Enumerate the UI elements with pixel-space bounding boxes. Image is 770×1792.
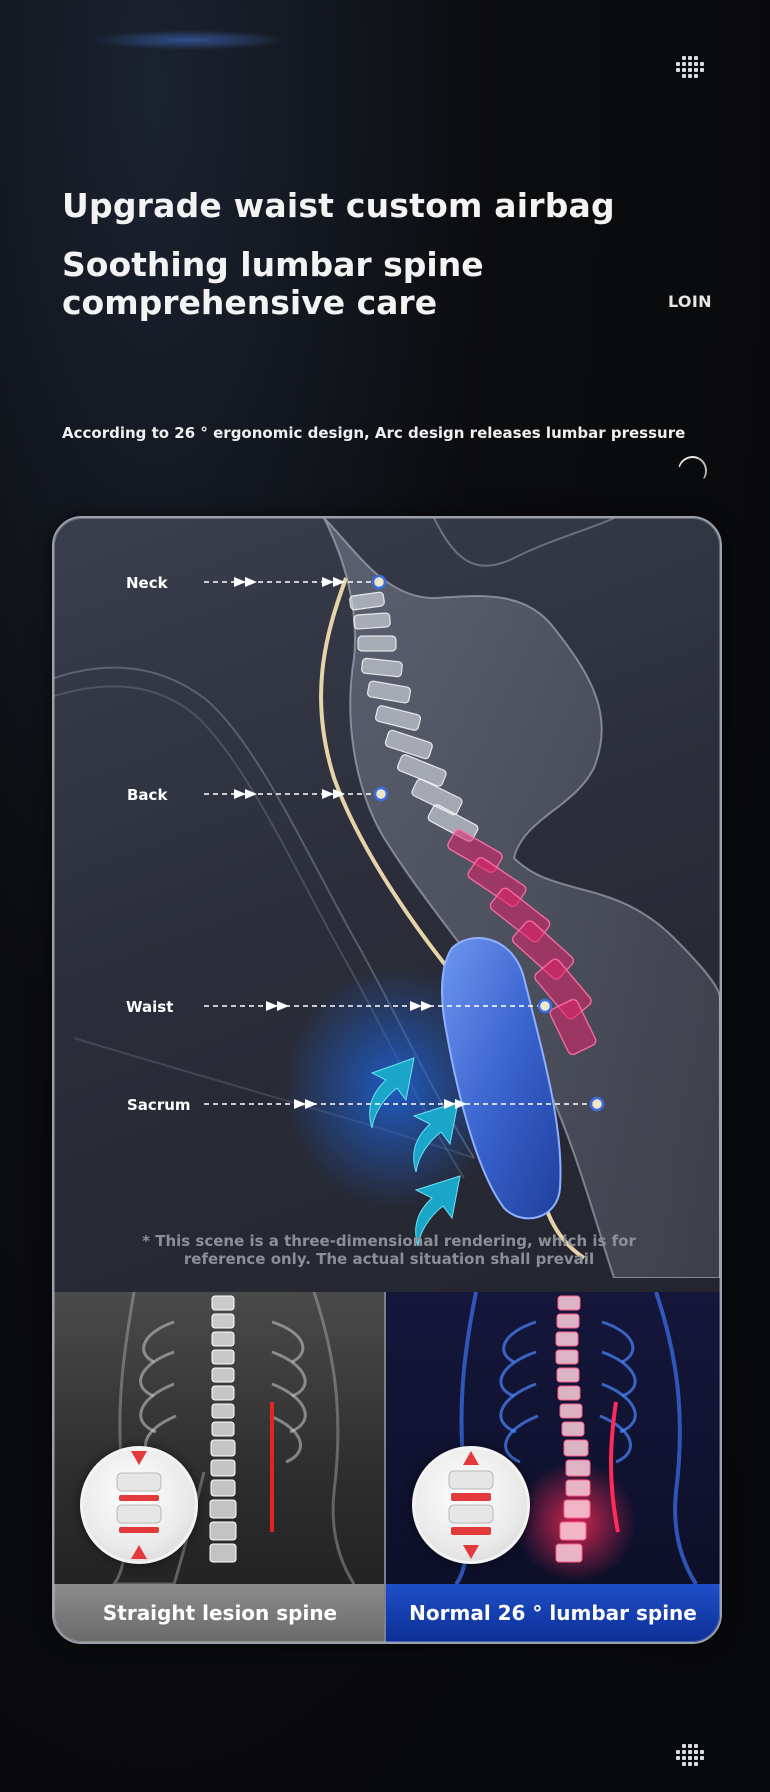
label-sacrum: Sacrum	[127, 1096, 191, 1114]
normal-spine-panel: Normal 26 ° lumbar spine	[386, 1292, 720, 1642]
compressed-disc-callout	[80, 1446, 198, 1564]
spine-comparison: Straight lesion spine	[54, 1292, 720, 1642]
rendering-disclaimer: * This scene is a three-dimensional rend…	[142, 1232, 636, 1268]
label-back: Back	[127, 786, 168, 804]
healthy-disc-icon	[448, 1451, 494, 1559]
label-waist: Waist	[126, 998, 174, 1016]
menu-grid-icon[interactable]	[676, 1744, 706, 1768]
lumbar-diagram-card: Neck Back Waist Sacrum * This scene is a…	[52, 516, 722, 1644]
compressed-disc-icon	[116, 1451, 162, 1559]
page-title: Upgrade waist custom airbag	[62, 186, 615, 225]
page-subtitle: Soothing lumbar spine comprehensive care	[62, 245, 484, 322]
normal-spine-caption: Normal 26 ° lumbar spine	[386, 1584, 720, 1642]
healthy-disc-callout	[412, 1446, 530, 1564]
top-glow	[90, 30, 290, 50]
arc-mark-icon	[673, 451, 712, 490]
label-neck: Neck	[126, 574, 168, 592]
section-tag: LOIN	[668, 292, 712, 311]
spine-rendering	[54, 518, 720, 1278]
straight-spine-panel: Straight lesion spine	[54, 1292, 386, 1642]
menu-grid-icon[interactable]	[676, 56, 706, 80]
straight-spine-caption: Straight lesion spine	[54, 1584, 386, 1642]
panel-divider	[384, 1292, 386, 1642]
description-text: According to 26 ° ergonomic design, Arc …	[62, 424, 686, 442]
